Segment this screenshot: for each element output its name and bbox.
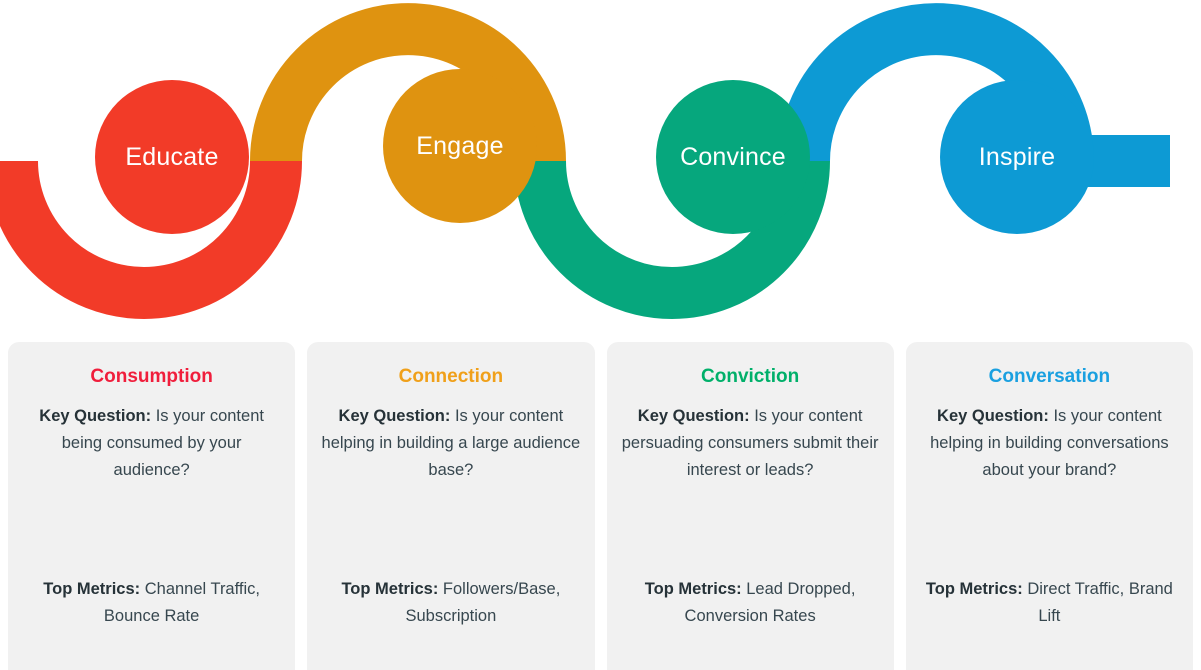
card-question-label: Key Question: bbox=[637, 406, 750, 425]
card-metrics-text: Lead Dropped, Conversion Rates bbox=[684, 579, 856, 625]
card-question-connection: Key Question: Is your content helping in… bbox=[321, 403, 581, 485]
stage-circle-engage[interactable]: Engage bbox=[383, 69, 537, 223]
card-question-text: Is your content persuading consumers sub… bbox=[621, 406, 879, 480]
card-metrics-label: Top Metrics: bbox=[341, 579, 439, 598]
stage-circle-educate[interactable]: Educate bbox=[95, 80, 249, 234]
card-question-consumption: Key Question: Is your content being cons… bbox=[22, 403, 281, 485]
stage-label-engage: Engage bbox=[416, 131, 504, 160]
card-question-text: Is your content helping in building conv… bbox=[930, 406, 1169, 480]
stage-cards-row: Consumption Key Question: Is your conten… bbox=[8, 342, 1193, 670]
card-title-conversation: Conversation bbox=[988, 366, 1111, 387]
card-question-conviction: Key Question: Is your content persuading… bbox=[621, 403, 880, 485]
card-question-conversation: Key Question: Is your content helping in… bbox=[920, 403, 1179, 485]
card-metrics-label: Top Metrics: bbox=[925, 579, 1023, 598]
card-question-text: Is your content being consumed by your a… bbox=[61, 406, 264, 480]
card-metrics-text: Channel Traffic, Bounce Rate bbox=[103, 579, 260, 625]
card-metrics-label: Top Metrics: bbox=[43, 579, 141, 598]
card-title-conviction: Conviction bbox=[701, 366, 800, 387]
stage-label-convince: Convince bbox=[680, 142, 786, 171]
wave-segment-orange bbox=[250, 3, 566, 162]
card-title-consumption: Consumption bbox=[90, 366, 213, 387]
stage-label-inspire: Inspire bbox=[978, 142, 1056, 171]
card-title-connection: Connection bbox=[398, 366, 504, 387]
stage-card-conversation[interactable]: Conversation Key Question: Is your conte… bbox=[905, 342, 1193, 670]
card-question-label: Key Question: bbox=[937, 406, 1049, 425]
stage-label-educate: Educate bbox=[125, 142, 219, 171]
card-question-label: Key Question: bbox=[39, 406, 152, 425]
card-question-text: Is your content helping in building a la… bbox=[321, 406, 581, 480]
stage-card-consumption[interactable]: Consumption Key Question: Is your conten… bbox=[8, 342, 296, 670]
card-metrics-conviction: Top Metrics: Lead Dropped, Conversion Ra… bbox=[621, 576, 880, 652]
stage-card-conviction[interactable]: Conviction Key Question: Is your content… bbox=[606, 342, 894, 670]
wave-segment-red bbox=[0, 160, 302, 319]
card-metrics-conversation: Top Metrics: Direct Traffic, Brand Lift bbox=[920, 576, 1179, 652]
card-metrics-text: Followers/Base, Subscription bbox=[405, 579, 561, 625]
card-metrics-connection: Top Metrics: Followers/Base, Subscriptio… bbox=[321, 576, 580, 652]
stage-circle-convince[interactable]: Convince bbox=[656, 80, 810, 234]
card-question-label: Key Question: bbox=[338, 406, 451, 425]
wave-segment-green bbox=[514, 160, 830, 319]
stage-card-connection[interactable]: Connection Key Question: Is your content… bbox=[307, 342, 595, 670]
card-metrics-consumption: Top Metrics: Channel Traffic, Bounce Rat… bbox=[22, 576, 281, 652]
stage-circle-inspire[interactable]: Inspire bbox=[940, 80, 1094, 234]
card-metrics-text: Direct Traffic, Brand Lift bbox=[1022, 579, 1173, 625]
card-metrics-label: Top Metrics: bbox=[644, 579, 742, 598]
